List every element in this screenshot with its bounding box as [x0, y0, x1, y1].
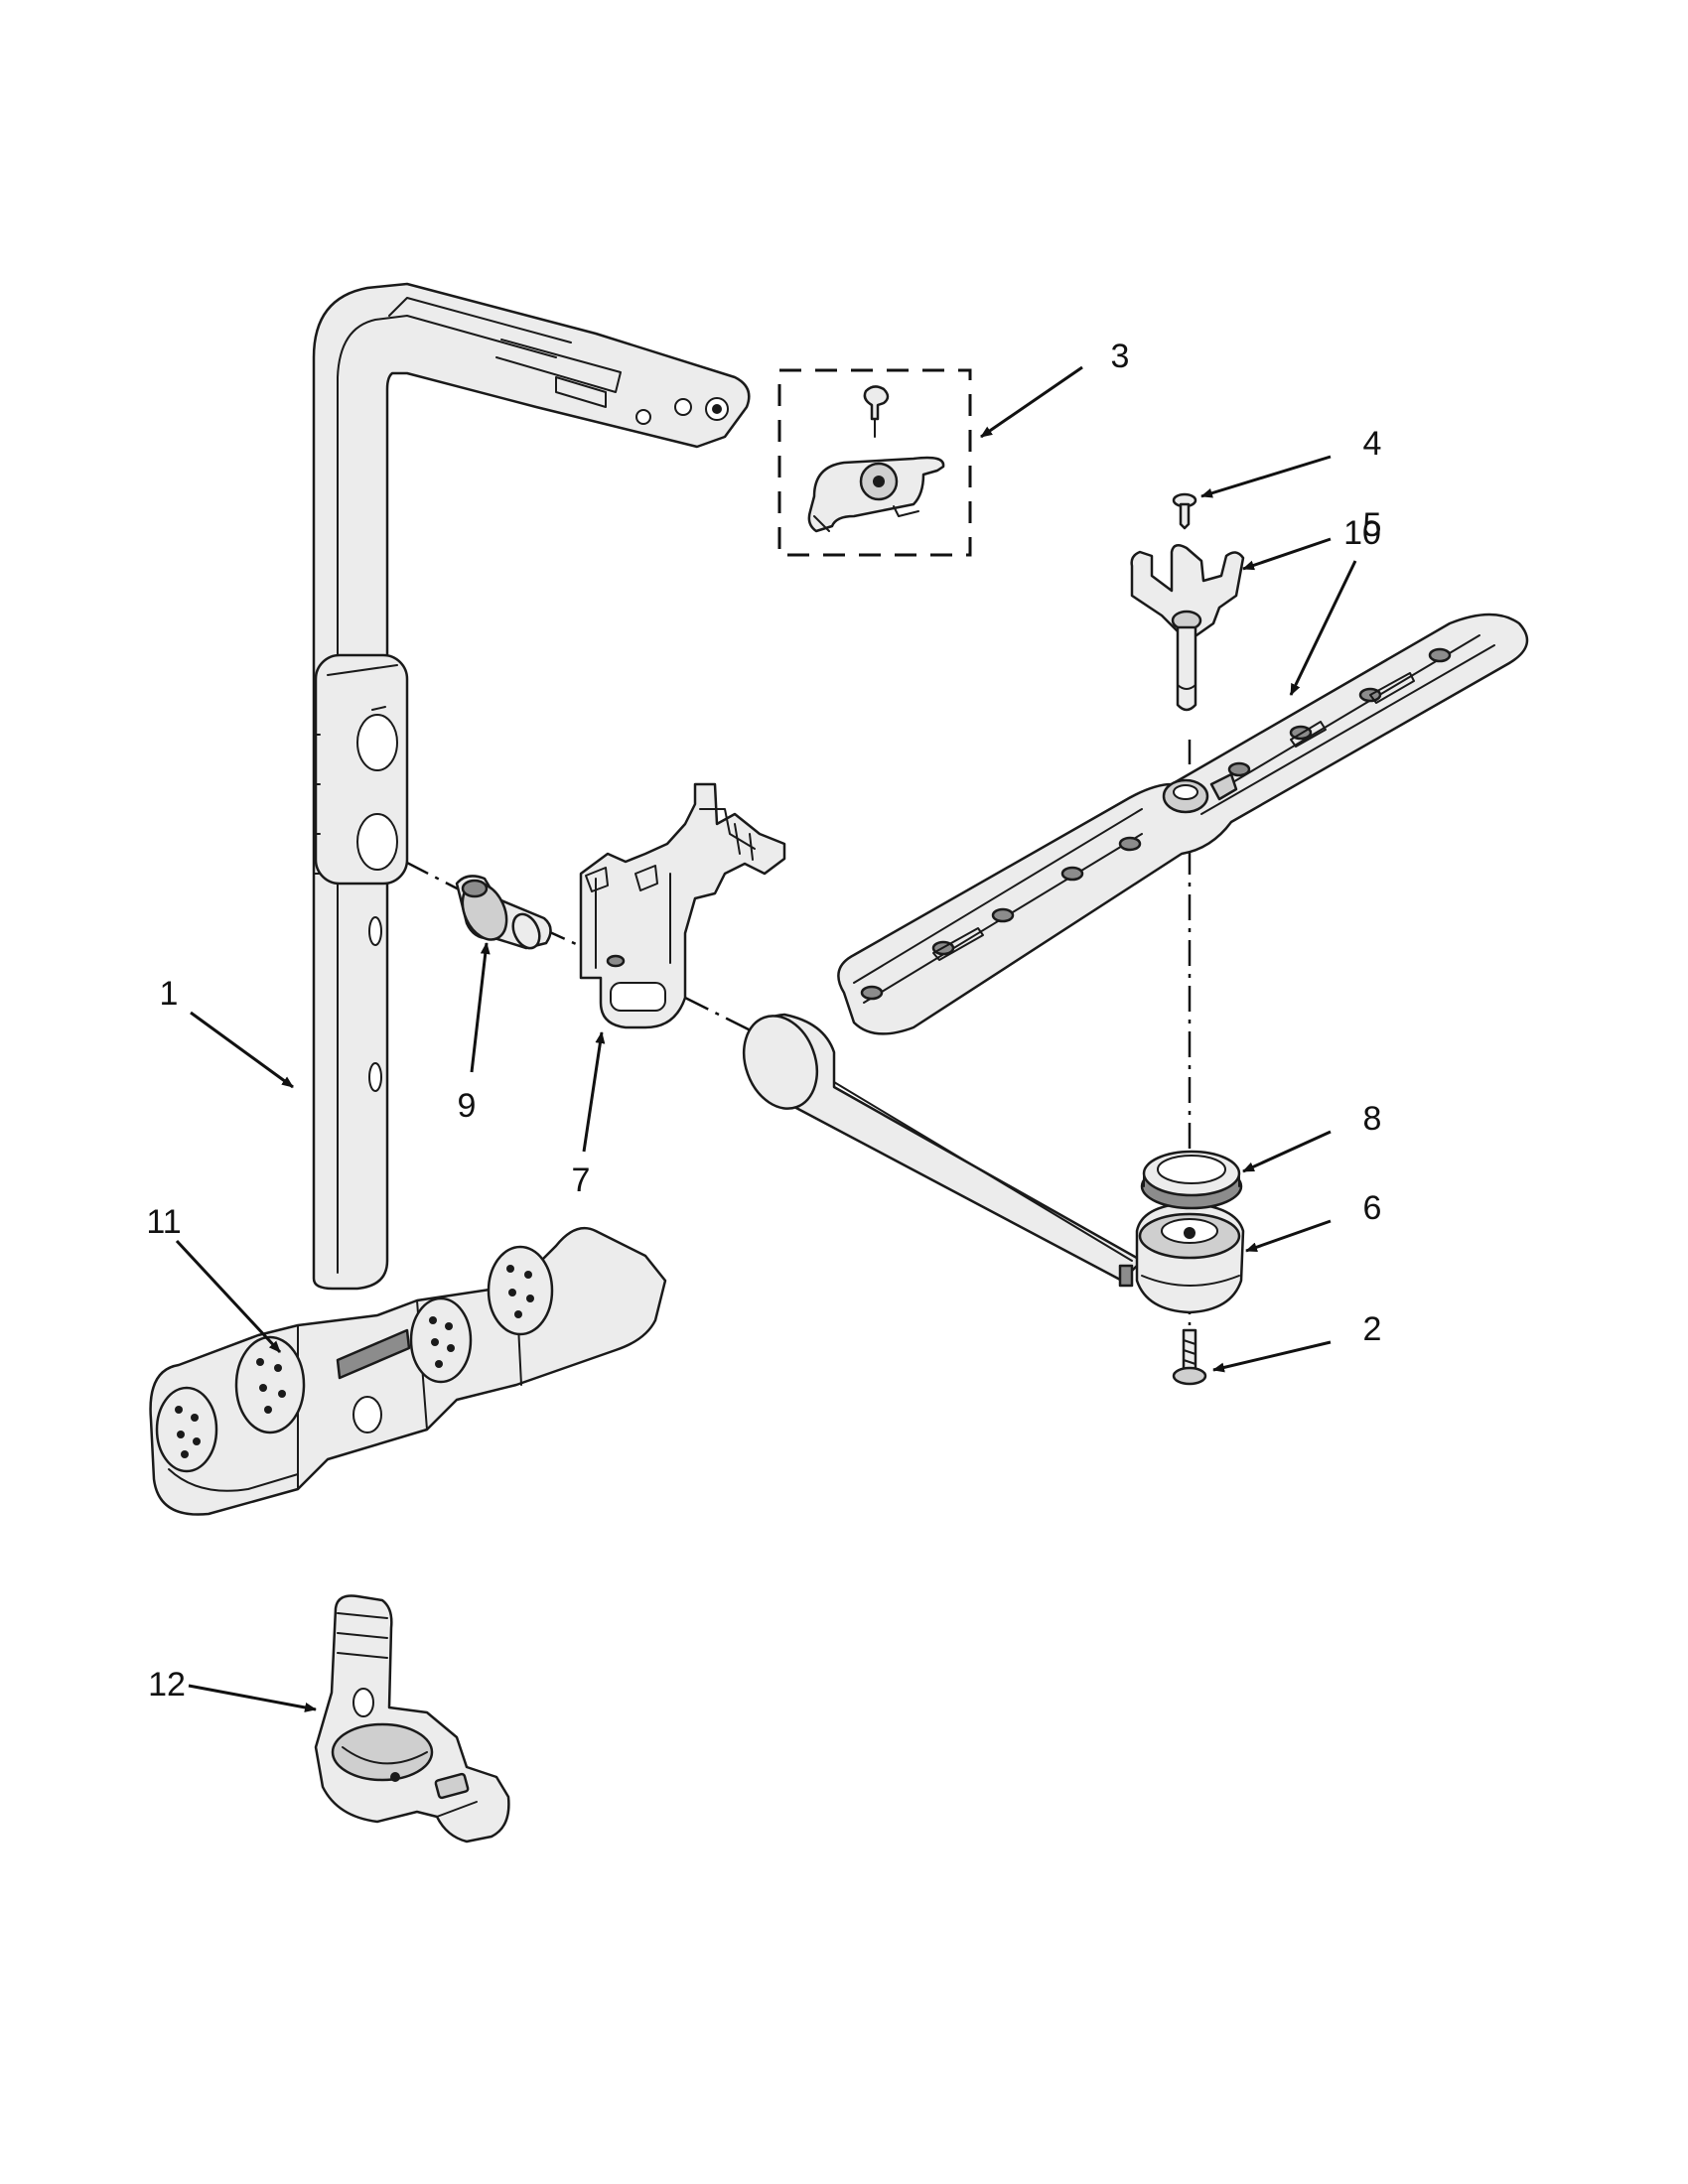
callout-3: 3 [980, 338, 1130, 439]
callout-label-3: 3 [1111, 338, 1130, 375]
callout-7: 7 [572, 1031, 606, 1199]
callout-9: 9 [458, 942, 491, 1125]
part-5-spray-arm-bracket [1130, 544, 1245, 712]
nozzle-4 [487, 1245, 554, 1336]
callout-11: 11 [146, 1203, 282, 1354]
callout-8: 8 [1242, 1100, 1382, 1173]
callout-label-1: 1 [160, 975, 179, 1013]
part-10-upper-spray-arm [837, 613, 1529, 1035]
callout-1: 1 [160, 975, 294, 1089]
callout-label-11: 11 [146, 1203, 181, 1241]
callout-label-4: 4 [1363, 425, 1382, 463]
callout-label-2: 2 [1363, 1310, 1382, 1348]
part-6-lower-tube-hub [742, 1013, 1245, 1314]
callout-4: 4 [1200, 425, 1382, 498]
callout-label-6: 6 [1363, 1189, 1382, 1227]
callout-label-10: 10 [1343, 514, 1381, 552]
nozzle-1 [155, 1386, 218, 1473]
part-2-screw [1172, 1328, 1207, 1386]
part-9-check-valve [455, 875, 552, 950]
nozzle-3 [409, 1297, 473, 1384]
callout-10: 10 [1289, 514, 1381, 696]
part-8-seal-ring [1140, 1150, 1243, 1210]
part-3-clip-assembly [777, 368, 972, 557]
part-12-connector [314, 1594, 510, 1843]
callout-12: 12 [148, 1666, 317, 1712]
callout-label-7: 7 [572, 1161, 591, 1199]
part-1-upper-wash-tube [312, 282, 751, 1291]
callout-2: 2 [1212, 1310, 1382, 1373]
part-7-tube-bracket [579, 782, 786, 1029]
callout-6: 6 [1245, 1189, 1382, 1253]
nozzle-2 [234, 1335, 306, 1434]
callout-label-12: 12 [148, 1666, 186, 1704]
part-4-screw [1172, 492, 1197, 530]
part-11-spray-manifold [149, 1226, 667, 1516]
callout-label-8: 8 [1363, 1100, 1382, 1138]
callout-label-5: 5 [1363, 506, 1382, 544]
callout-5: 5 [1242, 506, 1382, 571]
callout-label-9: 9 [458, 1087, 477, 1125]
